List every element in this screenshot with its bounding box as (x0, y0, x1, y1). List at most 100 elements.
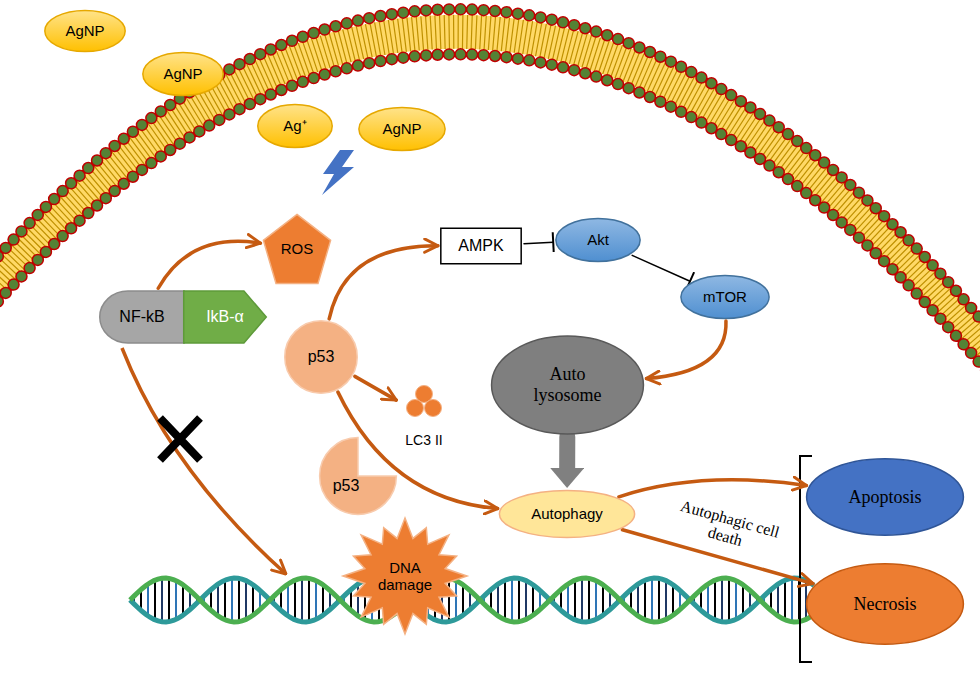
connector (158, 241, 260, 288)
dna-rung (301, 578, 303, 622)
dna-rung (567, 584, 569, 616)
dna-rung (777, 584, 779, 616)
dna-rung (168, 578, 170, 621)
dna-rung (462, 585, 464, 615)
cross-mark (160, 418, 200, 460)
node-label: Auto lysosome (518, 364, 618, 405)
dna-rung (252, 585, 254, 615)
node-label: Akt (587, 231, 609, 248)
dna-strand (130, 578, 814, 622)
node-shape (318, 436, 398, 516)
dna-rung (581, 578, 583, 622)
lc3-cluster: LC3 II (398, 384, 450, 448)
dna-rung (497, 584, 499, 616)
dna-rung (651, 578, 653, 622)
dna-rung (511, 578, 513, 622)
node-label: p53 (308, 348, 335, 366)
dna-rung (784, 580, 786, 620)
dna-rung (518, 578, 520, 621)
protein-oval: Akt (555, 218, 641, 262)
dna-rung (525, 581, 527, 620)
dna-rung (357, 584, 359, 616)
dna-rung (308, 578, 310, 621)
dna-helix (130, 578, 814, 622)
damage-burst: DNA damage (343, 518, 467, 634)
dna-rung (791, 578, 793, 622)
silver-ion: Ag⁺ (257, 104, 333, 148)
node-label: ROS (281, 240, 314, 257)
dna-rung (315, 581, 317, 620)
protein-circle: p53 (284, 320, 358, 394)
dna-rung (735, 581, 737, 620)
dna-rung (322, 585, 324, 615)
dna-rung (672, 585, 674, 615)
dna-rung (224, 580, 226, 620)
dna-rung (602, 585, 604, 615)
connector (619, 480, 806, 497)
dna-rung (637, 584, 639, 616)
nanoparticle: AgNP (358, 107, 446, 151)
node-label: AgNP (382, 120, 421, 137)
node-label: Ag⁺ (283, 117, 306, 134)
membrane-head-rim (0, 54, 980, 375)
node-label: mTOR (703, 288, 747, 305)
dna-rung (245, 581, 247, 620)
organelle-oval: Auto lysosome (490, 335, 645, 435)
node-label: LC3 II (405, 432, 442, 448)
dna-rung (455, 581, 457, 620)
dna-rung (665, 581, 667, 620)
dna-rung (728, 578, 730, 621)
edge-label: Autophagic cell death (672, 496, 783, 559)
node-label: IkB-α (206, 308, 244, 326)
protein-box: AMPK (440, 228, 522, 264)
dna-rung (231, 578, 233, 622)
node-label: AMPK (458, 237, 503, 255)
dna-rung (217, 584, 219, 616)
connector (329, 246, 438, 319)
connector (355, 376, 396, 400)
membrane-heads (0, 54, 980, 375)
dna-strand (130, 578, 814, 622)
outcome-oval: Apoptosis (805, 458, 965, 536)
connector (559, 437, 575, 468)
dna-rung (574, 580, 576, 620)
dna-rung (707, 584, 709, 616)
blocked-arrow (122, 348, 286, 574)
degraded-protein: p53 (318, 436, 398, 516)
dna-rung (644, 580, 646, 620)
complex-part: IkB-α (182, 290, 268, 344)
dna-rung (742, 585, 744, 615)
dna-rung (182, 585, 184, 615)
connector (632, 255, 690, 281)
connector (524, 242, 553, 243)
node-label: DNA damage (369, 559, 441, 594)
dna-rung (658, 578, 660, 621)
node-label: AgNP (163, 65, 202, 82)
dna-rung (714, 580, 716, 620)
dna-rung (294, 580, 296, 620)
node-label: NF-kB (119, 308, 164, 326)
membrane-tails (0, 32, 980, 353)
dna-rung (147, 584, 149, 616)
node-label: Autophagy (531, 505, 603, 522)
dna-rung (287, 584, 289, 616)
complex-part: NF-kB (98, 290, 186, 344)
ros-pentagon: ROS (262, 213, 332, 285)
dna-rung (504, 580, 506, 620)
dna-rung (532, 585, 534, 615)
node-label: p53 (333, 477, 360, 495)
dna-rung (154, 580, 156, 620)
node-label: AgNP (65, 22, 104, 39)
lightning-bolt (322, 150, 354, 195)
nanoparticle: AgNP (44, 10, 126, 52)
dna-rung (721, 578, 723, 622)
dna-rung (175, 581, 177, 620)
outcome-oval: Necrosis (805, 563, 965, 645)
membrane-tail-lines (0, 32, 980, 353)
node-label: Apoptosis (848, 487, 921, 508)
node-label: Necrosis (854, 594, 917, 615)
dna-rung (161, 578, 163, 622)
dna-rung (595, 581, 597, 620)
nanoparticle: AgNP (142, 52, 224, 96)
dna-rung (588, 578, 590, 621)
